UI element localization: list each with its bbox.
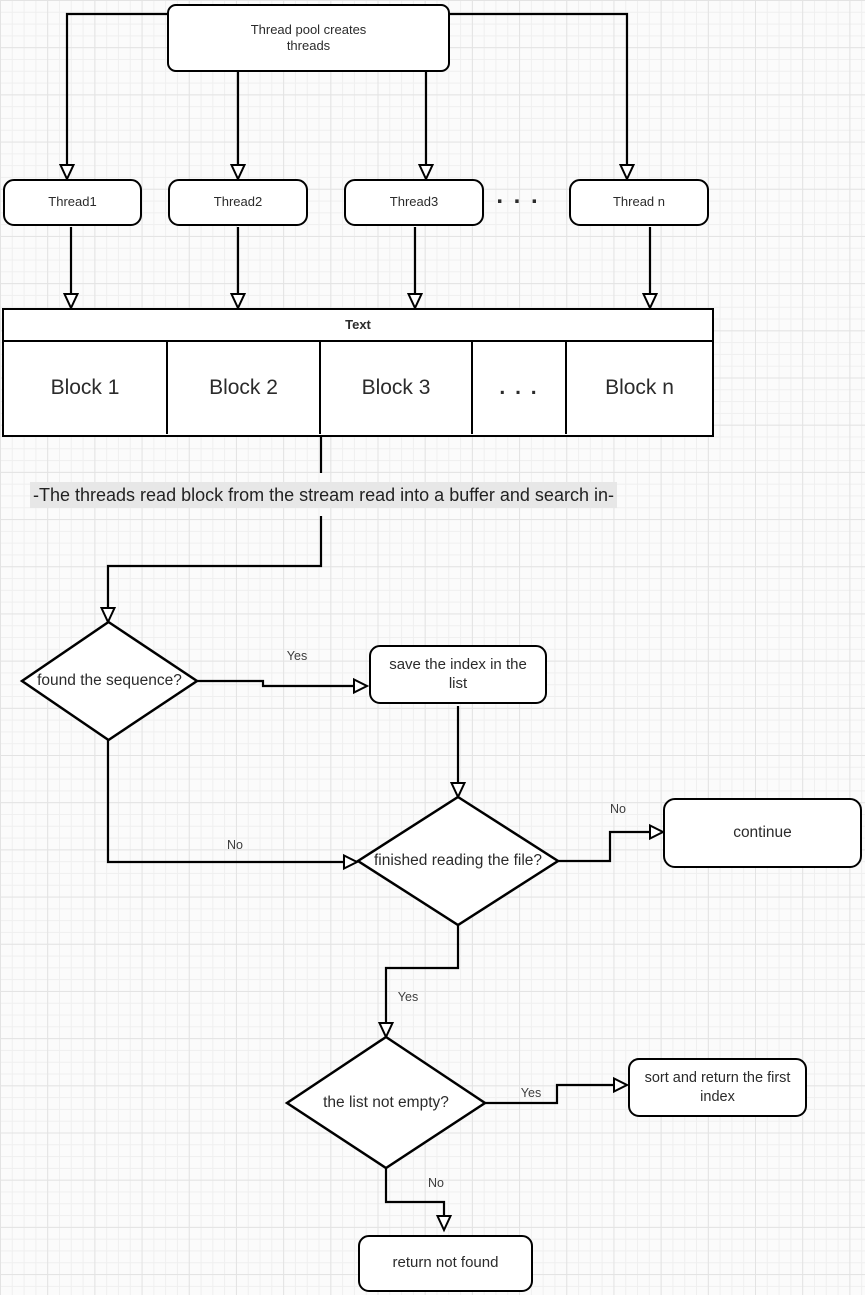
table-cell: Block 2 xyxy=(168,341,321,434)
stream-caption: -The threads read block from the stream … xyxy=(30,482,617,508)
sort-return-box: sort and return the first index xyxy=(628,1058,807,1117)
arrowhead-down xyxy=(641,293,659,311)
edge-label-list-yes: Yes xyxy=(520,1086,542,1100)
arrowhead-down xyxy=(62,293,80,311)
edge-label-found-no: No xyxy=(227,838,243,852)
thread-ellipsis: . . . xyxy=(496,182,540,209)
connector-pool-threadn xyxy=(450,12,629,166)
thread-n-label: Thread n xyxy=(612,194,666,210)
list-not-empty-diamond xyxy=(284,1035,488,1170)
arrowhead-right xyxy=(649,823,666,841)
thread-1-label: Thread1 xyxy=(48,194,97,210)
arrowhead-down xyxy=(618,164,636,182)
arrowhead-down xyxy=(99,607,117,625)
table-cell: Block 3 xyxy=(321,341,473,434)
connector-finished-list xyxy=(384,925,460,1024)
table-cell-ellipsis: . . . xyxy=(473,341,567,434)
thread-2-box: Thread2 xyxy=(168,179,308,226)
continue-label: continue xyxy=(733,824,792,842)
arrowhead-down xyxy=(229,164,247,182)
connector-pool-thread1 xyxy=(65,12,167,166)
connector-caption-found xyxy=(106,516,323,609)
connector-found-save xyxy=(197,679,354,688)
arrowhead-down xyxy=(449,782,467,800)
thread-2-label: Thread2 xyxy=(213,194,263,210)
save-index-box: save the index in the list xyxy=(369,645,547,704)
connector-list-notfound xyxy=(384,1168,446,1217)
arrowhead-down xyxy=(435,1215,453,1233)
arrowhead-down xyxy=(377,1022,395,1040)
connector-finished-continue xyxy=(558,830,650,863)
thread-3-box: Thread3 xyxy=(344,179,484,226)
buffer-table-body: Block 1 Block 2 Block 3 . . . Block n xyxy=(4,341,712,434)
buffer-table: Text Block 1 Block 2 Block 3 . . . Block… xyxy=(2,308,714,437)
arrowhead-down xyxy=(58,164,76,182)
arrowhead-right xyxy=(613,1076,630,1094)
thread-n-box: Thread n xyxy=(569,179,709,226)
continue-box: continue xyxy=(663,798,862,868)
thread-pool-label: Thread pool creates threads xyxy=(250,21,367,53)
return-not-found-box: return not found xyxy=(358,1235,533,1292)
thread-1-box: Thread1 xyxy=(3,179,142,226)
arrowhead-down xyxy=(229,293,247,311)
buffer-table-header: Text xyxy=(4,310,712,342)
edge-label-found-yes: Yes xyxy=(286,649,308,663)
table-cell: Block 1 xyxy=(4,341,168,434)
save-index-label: save the index in the list xyxy=(389,655,527,692)
edge-label-list-no: No xyxy=(428,1176,444,1190)
finished-reading-diamond xyxy=(355,795,561,927)
found-sequence-diamond xyxy=(19,620,200,742)
edge-label-finished-no: No xyxy=(610,802,626,816)
table-cell: Block n xyxy=(605,375,674,399)
arrowhead-right xyxy=(353,677,370,695)
thread-pool-box: Thread pool creates threads xyxy=(167,4,450,72)
arrowhead-down xyxy=(417,164,435,182)
connector-found-finished xyxy=(106,740,344,864)
arrowhead-down xyxy=(406,293,424,311)
return-not-found-label: return not found xyxy=(392,1254,499,1272)
edge-label-finished-yes: Yes xyxy=(397,990,419,1004)
thread-3-label: Thread3 xyxy=(389,194,439,210)
connector-list-sort xyxy=(485,1083,614,1105)
sort-return-label: sort and return the first index xyxy=(644,1070,791,1105)
arrowhead-right xyxy=(343,853,360,871)
